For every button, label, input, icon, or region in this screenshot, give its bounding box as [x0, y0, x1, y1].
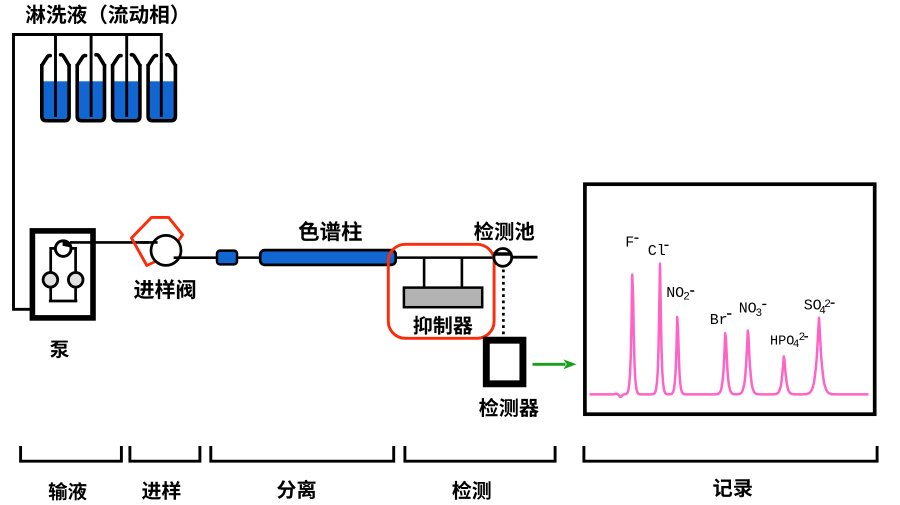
svg-text:O: O [675, 285, 684, 302]
svg-text:B: B [710, 312, 719, 329]
svg-text:2: 2 [683, 292, 690, 304]
svg-text:N: N [666, 285, 675, 302]
svg-text:3: 3 [756, 308, 763, 320]
svg-text:O: O [813, 297, 822, 314]
svg-text:F: F [625, 235, 634, 252]
svg-text:O: O [748, 301, 757, 318]
svg-text:O: O [786, 334, 794, 349]
svg-text:H: H [770, 334, 778, 349]
svg-text:r: r [719, 312, 728, 329]
svg-text:l: l [657, 243, 666, 260]
svg-text:4: 4 [819, 306, 826, 318]
svg-text:2: 2 [799, 332, 806, 344]
svg-text:4: 4 [793, 339, 800, 351]
svg-text:2: 2 [824, 299, 831, 311]
svg-text:C: C [648, 243, 657, 260]
svg-text:P: P [778, 334, 786, 349]
svg-text:N: N [739, 301, 748, 318]
svg-text:S: S [804, 297, 813, 314]
